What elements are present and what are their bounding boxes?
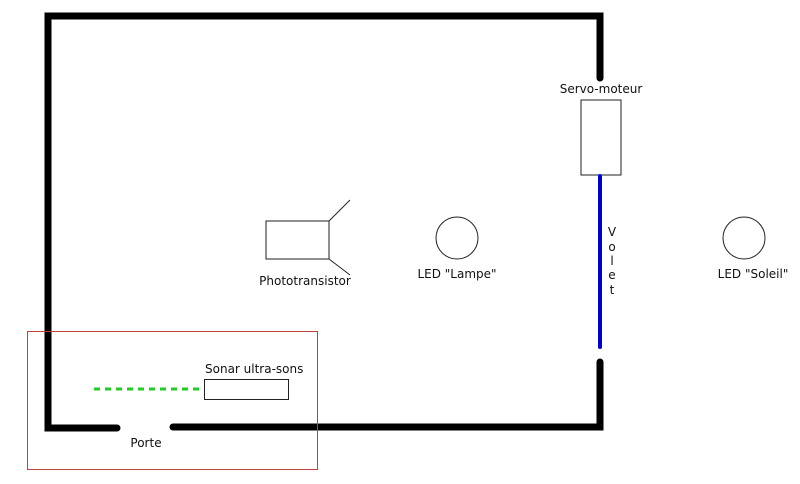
wall-bottom-right [169,358,604,431]
volet-letter: e [608,268,615,282]
porte-label: Porte [130,436,161,450]
sonar-label: Sonar ultra-sons [205,362,303,376]
door-highlight-box [27,331,318,470]
volet-label: V o l e t [608,225,617,297]
led-lampe-icon [435,216,479,260]
volet-letter: l [610,254,613,268]
servo-label: Servo-moteur [560,82,643,96]
phototransistor-icon [265,199,351,276]
servo-motor-box [580,99,622,176]
sonar-box [204,379,289,400]
phototransistor-label: Phototransistor [259,274,351,288]
volet-letter: t [610,283,615,297]
volet-letter: o [608,240,615,254]
led-soleil-icon [722,216,766,260]
walls [44,12,604,432]
led-lampe-label: LED "Lampe" [417,267,496,281]
wall-top-left [44,12,604,432]
led-soleil-label: LED "Soleil" [718,267,789,281]
volet-letter: V [608,225,617,239]
